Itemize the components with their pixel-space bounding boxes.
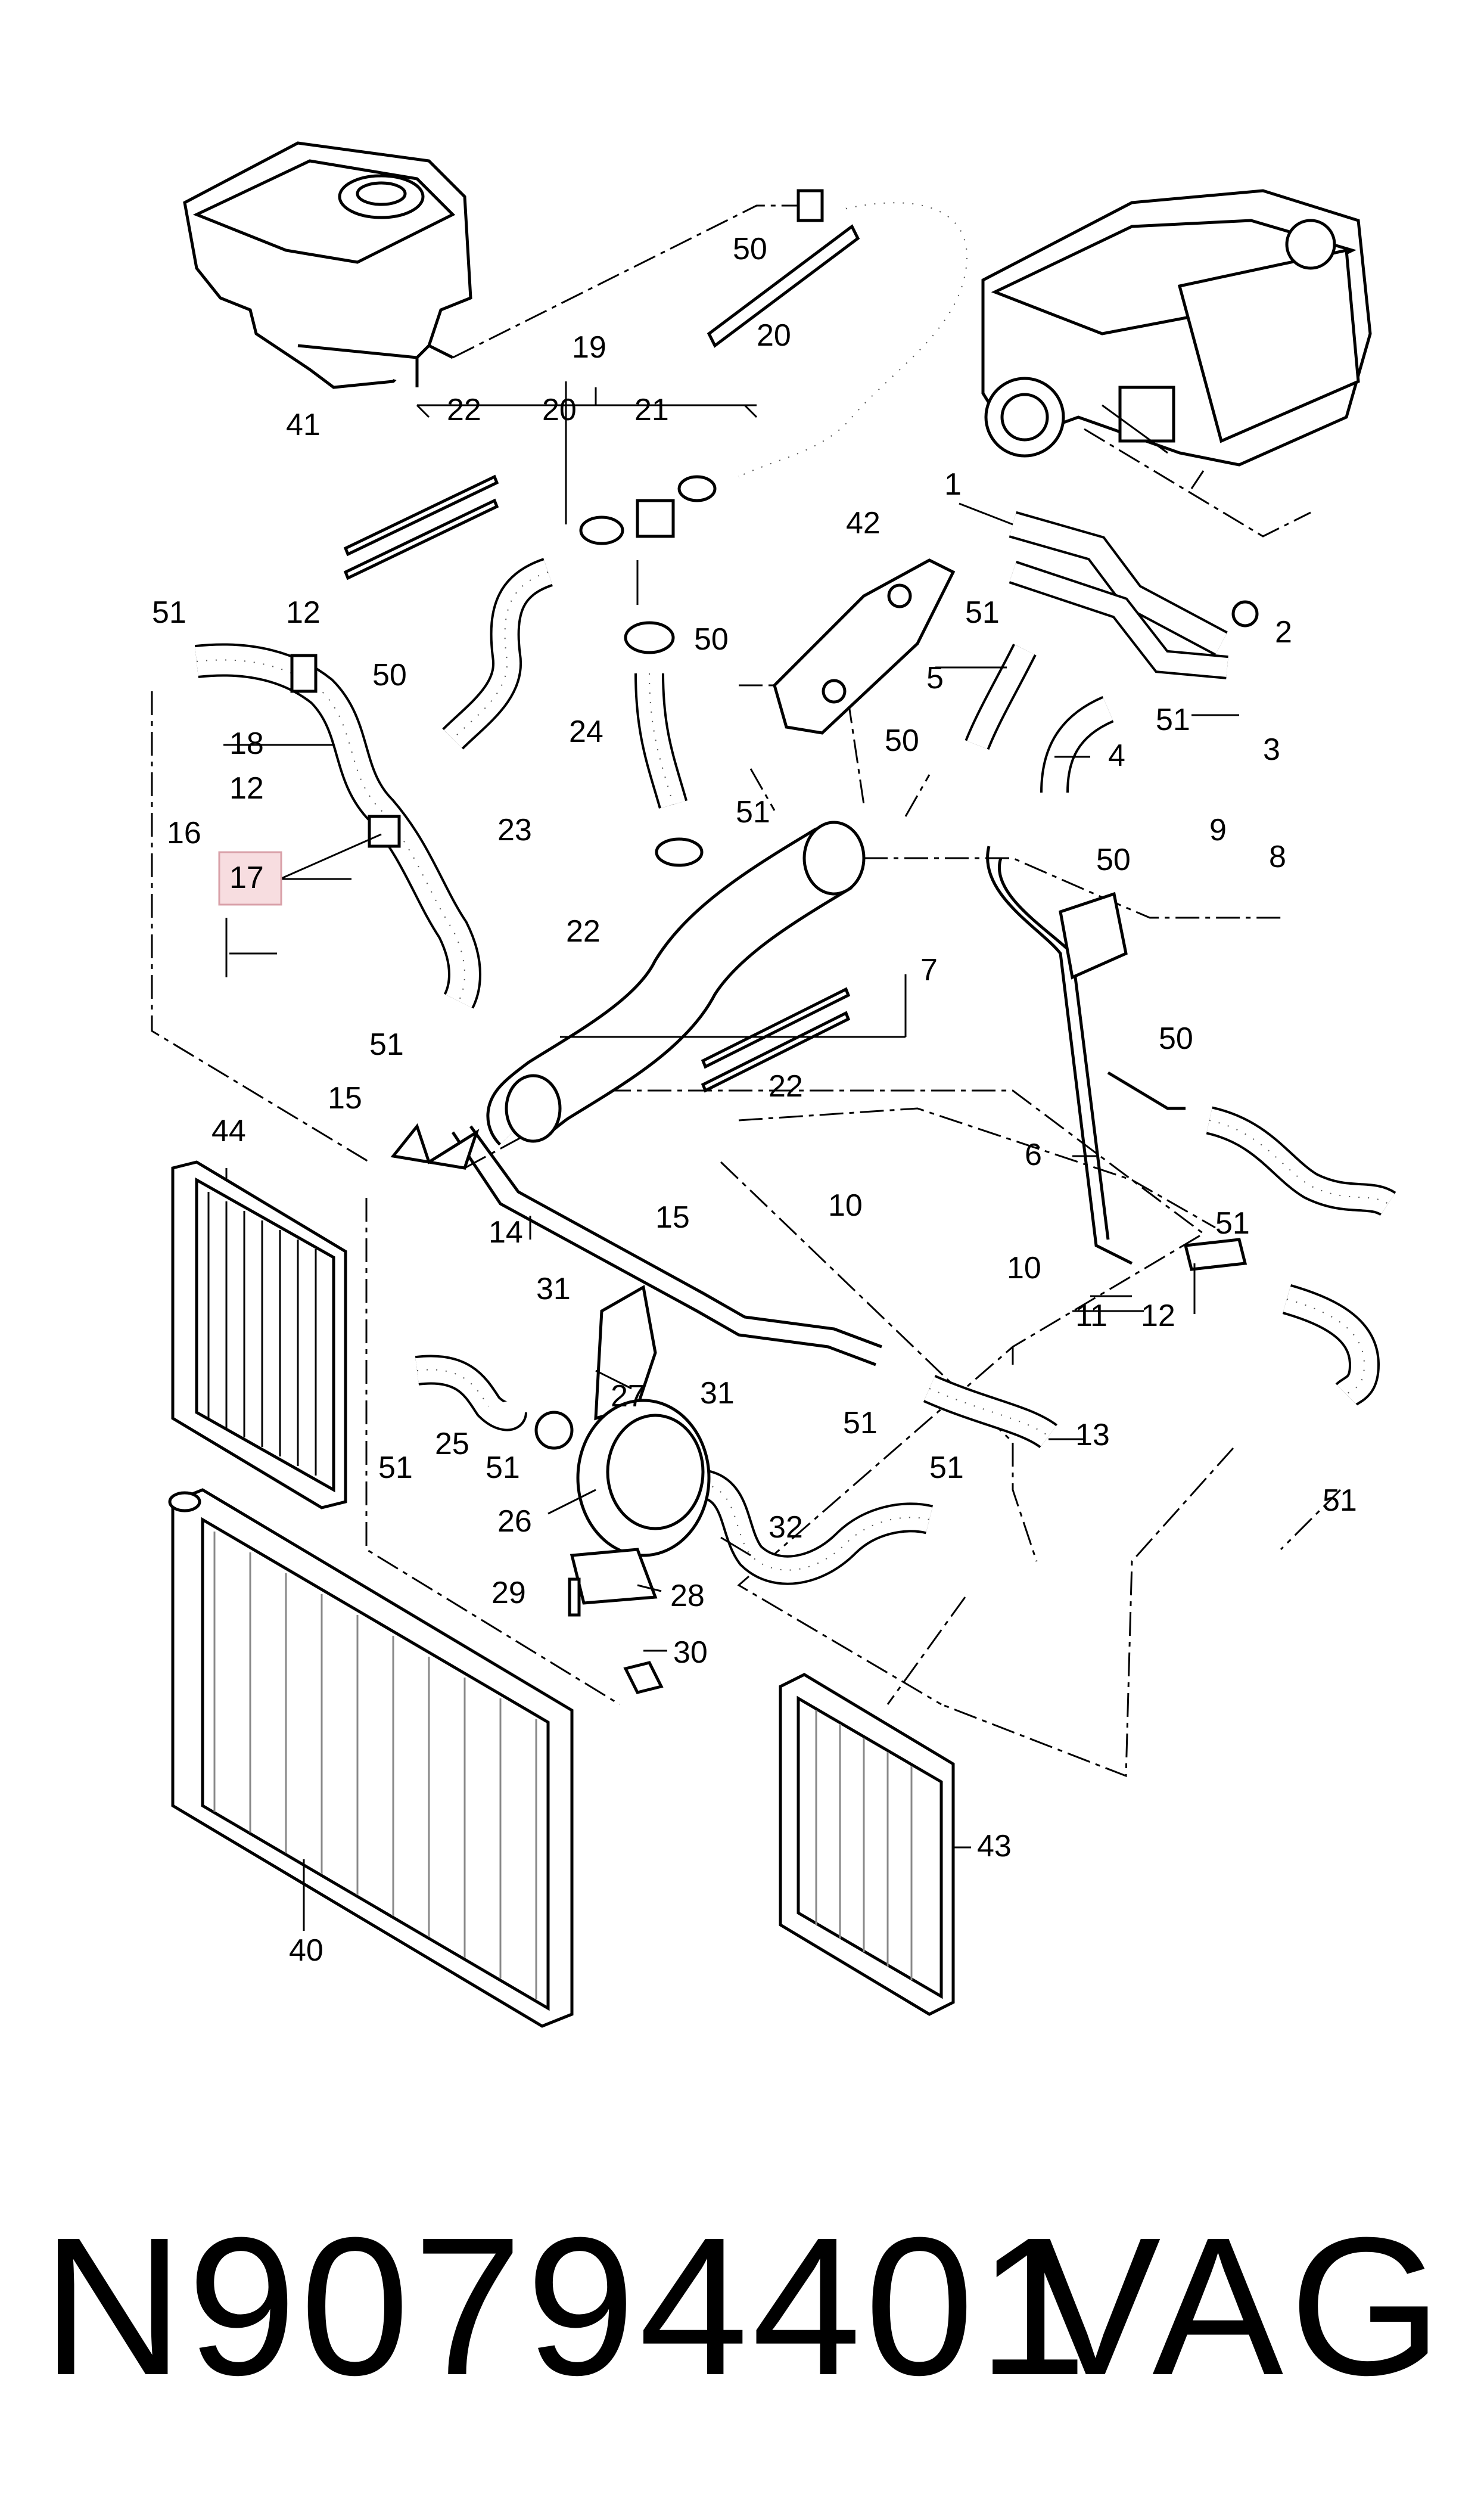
hose-24 (624, 621, 704, 867)
callout-30: 30 (673, 1635, 708, 1670)
hose-25 (415, 1355, 527, 1431)
callout-51d: 51 (736, 795, 770, 830)
callout-51j: 51 (929, 1450, 964, 1485)
callout-8: 8 (1269, 840, 1286, 874)
callout-2: 2 (1275, 615, 1292, 650)
left-upper-hose (194, 643, 481, 1009)
callout-22a: 22 (447, 393, 481, 427)
tank-hose-20 (442, 475, 717, 750)
expansion-tank (183, 141, 472, 389)
callout-12a: 12 (286, 595, 321, 630)
callout-26: 26 (497, 1504, 532, 1539)
callout-6: 6 (1025, 1138, 1042, 1172)
callout-5: 5 (926, 661, 944, 695)
callout-51i: 51 (486, 1450, 520, 1485)
callout-21: 21 (634, 393, 669, 427)
large-hose-23 (487, 821, 866, 1146)
callout-51f: 51 (1215, 1206, 1250, 1241)
callout-51c: 51 (1156, 703, 1190, 737)
leader-lines (223, 381, 1239, 1931)
callout-17: 17 (229, 861, 264, 895)
pipe-assembly-1 (965, 511, 1259, 793)
part-number: N90794401 (42, 2196, 1091, 2416)
callout-29: 29 (491, 1576, 526, 1610)
callout-42: 42 (846, 506, 881, 541)
hose-11 (1183, 1106, 1396, 1407)
callout-40: 40 (289, 1933, 323, 1968)
hose-32 (699, 1469, 934, 1585)
brand-name: VAG (1029, 2196, 1448, 2416)
callout-28: 28 (670, 1579, 705, 1613)
callout-27: 27 (611, 1379, 645, 1414)
callout-13: 13 (1075, 1418, 1110, 1452)
callout-23: 23 (497, 813, 532, 847)
callout-20b: 20 (542, 393, 577, 427)
callout-50f: 50 (1159, 1021, 1193, 1056)
callout-32: 32 (769, 1510, 803, 1545)
engine-housing (981, 189, 1372, 467)
callout-18: 18 (229, 726, 264, 761)
cable-ties (343, 474, 851, 1093)
callout-31b: 31 (700, 1376, 735, 1411)
radiator-40 (168, 1488, 574, 2028)
bracket-42 (773, 558, 956, 735)
callout-16: 16 (167, 816, 201, 850)
callout-50c: 50 (694, 622, 729, 657)
highlight-box-17 (218, 851, 282, 906)
callout-43: 43 (977, 1829, 1012, 1863)
callout-3: 3 (1263, 732, 1280, 767)
callout-12b: 12 (229, 771, 264, 806)
callout-11: 11 (1075, 1299, 1107, 1333)
callout-50a: 50 (733, 232, 767, 266)
callout-51k: 51 (1323, 1483, 1357, 1518)
callout-15a: 15 (328, 1081, 362, 1116)
callout-44: 44 (211, 1114, 246, 1148)
upper-tank-hose (707, 189, 979, 488)
radiator-44 (171, 1160, 347, 1509)
callout-1: 1 (944, 467, 962, 502)
coolant-pump (534, 1285, 711, 1694)
pipe-6 (986, 846, 1186, 1265)
callout-51h: 51 (378, 1450, 413, 1485)
callout-10b: 10 (1007, 1251, 1041, 1285)
callout-7: 7 (920, 953, 938, 987)
hose-13 (923, 1375, 1057, 1449)
callout-9: 9 (1209, 813, 1227, 847)
callout-25: 25 (435, 1427, 469, 1461)
callout-50d: 50 (885, 723, 919, 758)
callout-15b: 15 (655, 1200, 690, 1235)
callout-51a: 51 (152, 595, 186, 630)
callout-51g: 51 (843, 1406, 878, 1440)
callout-20a: 20 (757, 318, 791, 353)
callout-50e: 50 (1096, 843, 1131, 877)
callout-51e: 51 (369, 1027, 404, 1062)
callouts: 1 2 3 4 5 6 7 8 9 10 10 11 12 12 12 13 1… (152, 232, 1357, 1968)
callout-14: 14 (489, 1215, 523, 1250)
callout-22c: 22 (769, 1069, 803, 1104)
callout-19: 19 (572, 330, 606, 365)
pipe-14 (390, 1123, 882, 1366)
coolant-system-exploded-diagram: 1 2 3 4 5 6 7 8 9 10 10 11 12 12 12 13 1… (151, 141, 1396, 2028)
callout-22b: 22 (566, 914, 601, 949)
callout-10a: 10 (828, 1188, 863, 1223)
radiator-43 (779, 1673, 955, 2016)
callout-24: 24 (569, 715, 603, 749)
callout-4: 4 (1108, 738, 1125, 773)
callout-50b: 50 (372, 658, 407, 692)
callout-31a: 31 (536, 1272, 571, 1306)
callout-41: 41 (286, 408, 321, 442)
callout-12c: 12 (1141, 1299, 1175, 1333)
callout-51b: 51 (965, 595, 1000, 630)
